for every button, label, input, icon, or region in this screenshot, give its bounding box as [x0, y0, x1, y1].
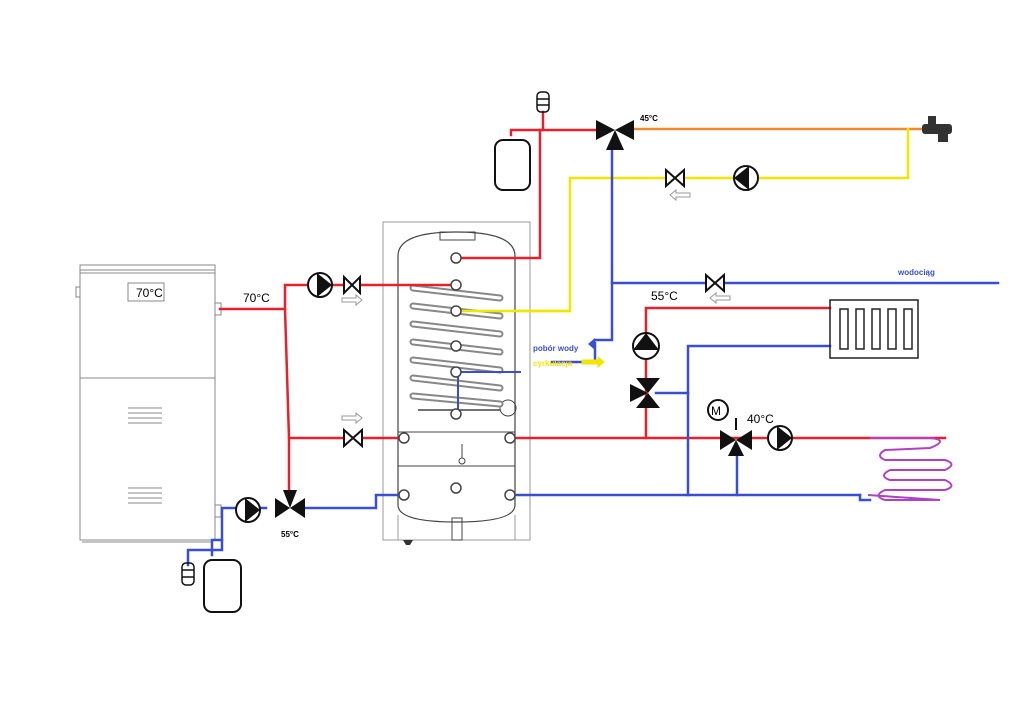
pipe-boiler-return	[298, 493, 406, 510]
flow-arrow-icon	[588, 338, 595, 350]
pipe-radiator-return	[686, 344, 832, 497]
tank-ports	[398, 252, 516, 501]
boiler-inlet	[214, 504, 222, 518]
air-vent-top-icon	[536, 91, 550, 113]
boiler-display-temp: 70°C	[136, 286, 163, 300]
tank-flange	[499, 399, 517, 417]
flow-arrow-icon	[581, 355, 605, 369]
water-draw-label: pobór wody	[533, 344, 579, 353]
faucet-icon	[922, 116, 952, 142]
check-valve-icon	[705, 272, 725, 294]
flow-arrow-icon	[709, 291, 731, 305]
flow-arrow-icon	[341, 293, 363, 307]
air-vent-bottom-icon	[181, 562, 195, 586]
flow-arrow-icon	[669, 188, 691, 202]
boiler-handle	[75, 286, 81, 298]
three-way-valve-icon	[720, 430, 752, 456]
pipe-cold-in-tank	[457, 371, 521, 415]
expansion-vessel-top	[494, 139, 531, 191]
three-way-valve-icon	[630, 378, 660, 408]
pipe-boiler-to-tank	[283, 307, 406, 440]
water-main-label: wodociąg	[897, 268, 935, 277]
dhw-mixer-temp: 45°C	[640, 114, 658, 123]
pipe-boiler-supply	[218, 283, 308, 311]
boiler-top	[79, 264, 216, 274]
pump-icon	[307, 272, 333, 298]
pump-icon	[632, 332, 660, 360]
tank	[382, 221, 531, 545]
pipe-cold-to-mixer	[593, 141, 614, 342]
check-valve-icon	[343, 427, 363, 449]
floor-heating-loop	[867, 437, 953, 501]
pump-icon	[235, 497, 261, 523]
check-valve-icon	[665, 167, 685, 189]
actuator-motor-icon	[707, 399, 737, 430]
boiler-display-box	[127, 282, 165, 302]
pipe-dhw-hot	[454, 128, 610, 260]
check-valve-icon	[343, 274, 361, 296]
boiler-body	[79, 269, 216, 541]
radiator-temp: 55°C	[651, 289, 678, 303]
pipe-dhw-vessel	[509, 128, 542, 137]
pipe-radiator-supply	[644, 306, 832, 440]
boiler	[75, 264, 222, 543]
boiler-vent-lower	[128, 487, 162, 504]
pump-icon	[767, 425, 793, 451]
actuator-label: M	[711, 404, 721, 418]
expansion-vessel-bottom	[203, 559, 242, 613]
three-way-valve-icon	[596, 120, 634, 150]
floor-temp: 40°C	[747, 412, 774, 426]
tank-top-flange	[439, 231, 476, 241]
radiator	[829, 299, 919, 359]
return-mixer-temp: 55°C	[281, 530, 299, 539]
boiler-supply-temp: 70°C	[243, 291, 270, 305]
pump-icon	[733, 165, 759, 191]
pipe-expansion-low	[186, 538, 224, 567]
tank-inner	[397, 231, 516, 523]
boiler-vent-upper	[128, 407, 162, 424]
flow-arrow-icon	[341, 411, 363, 425]
circulation-label: cyrkulacja	[533, 359, 573, 368]
three-way-valve-icon	[275, 490, 305, 518]
